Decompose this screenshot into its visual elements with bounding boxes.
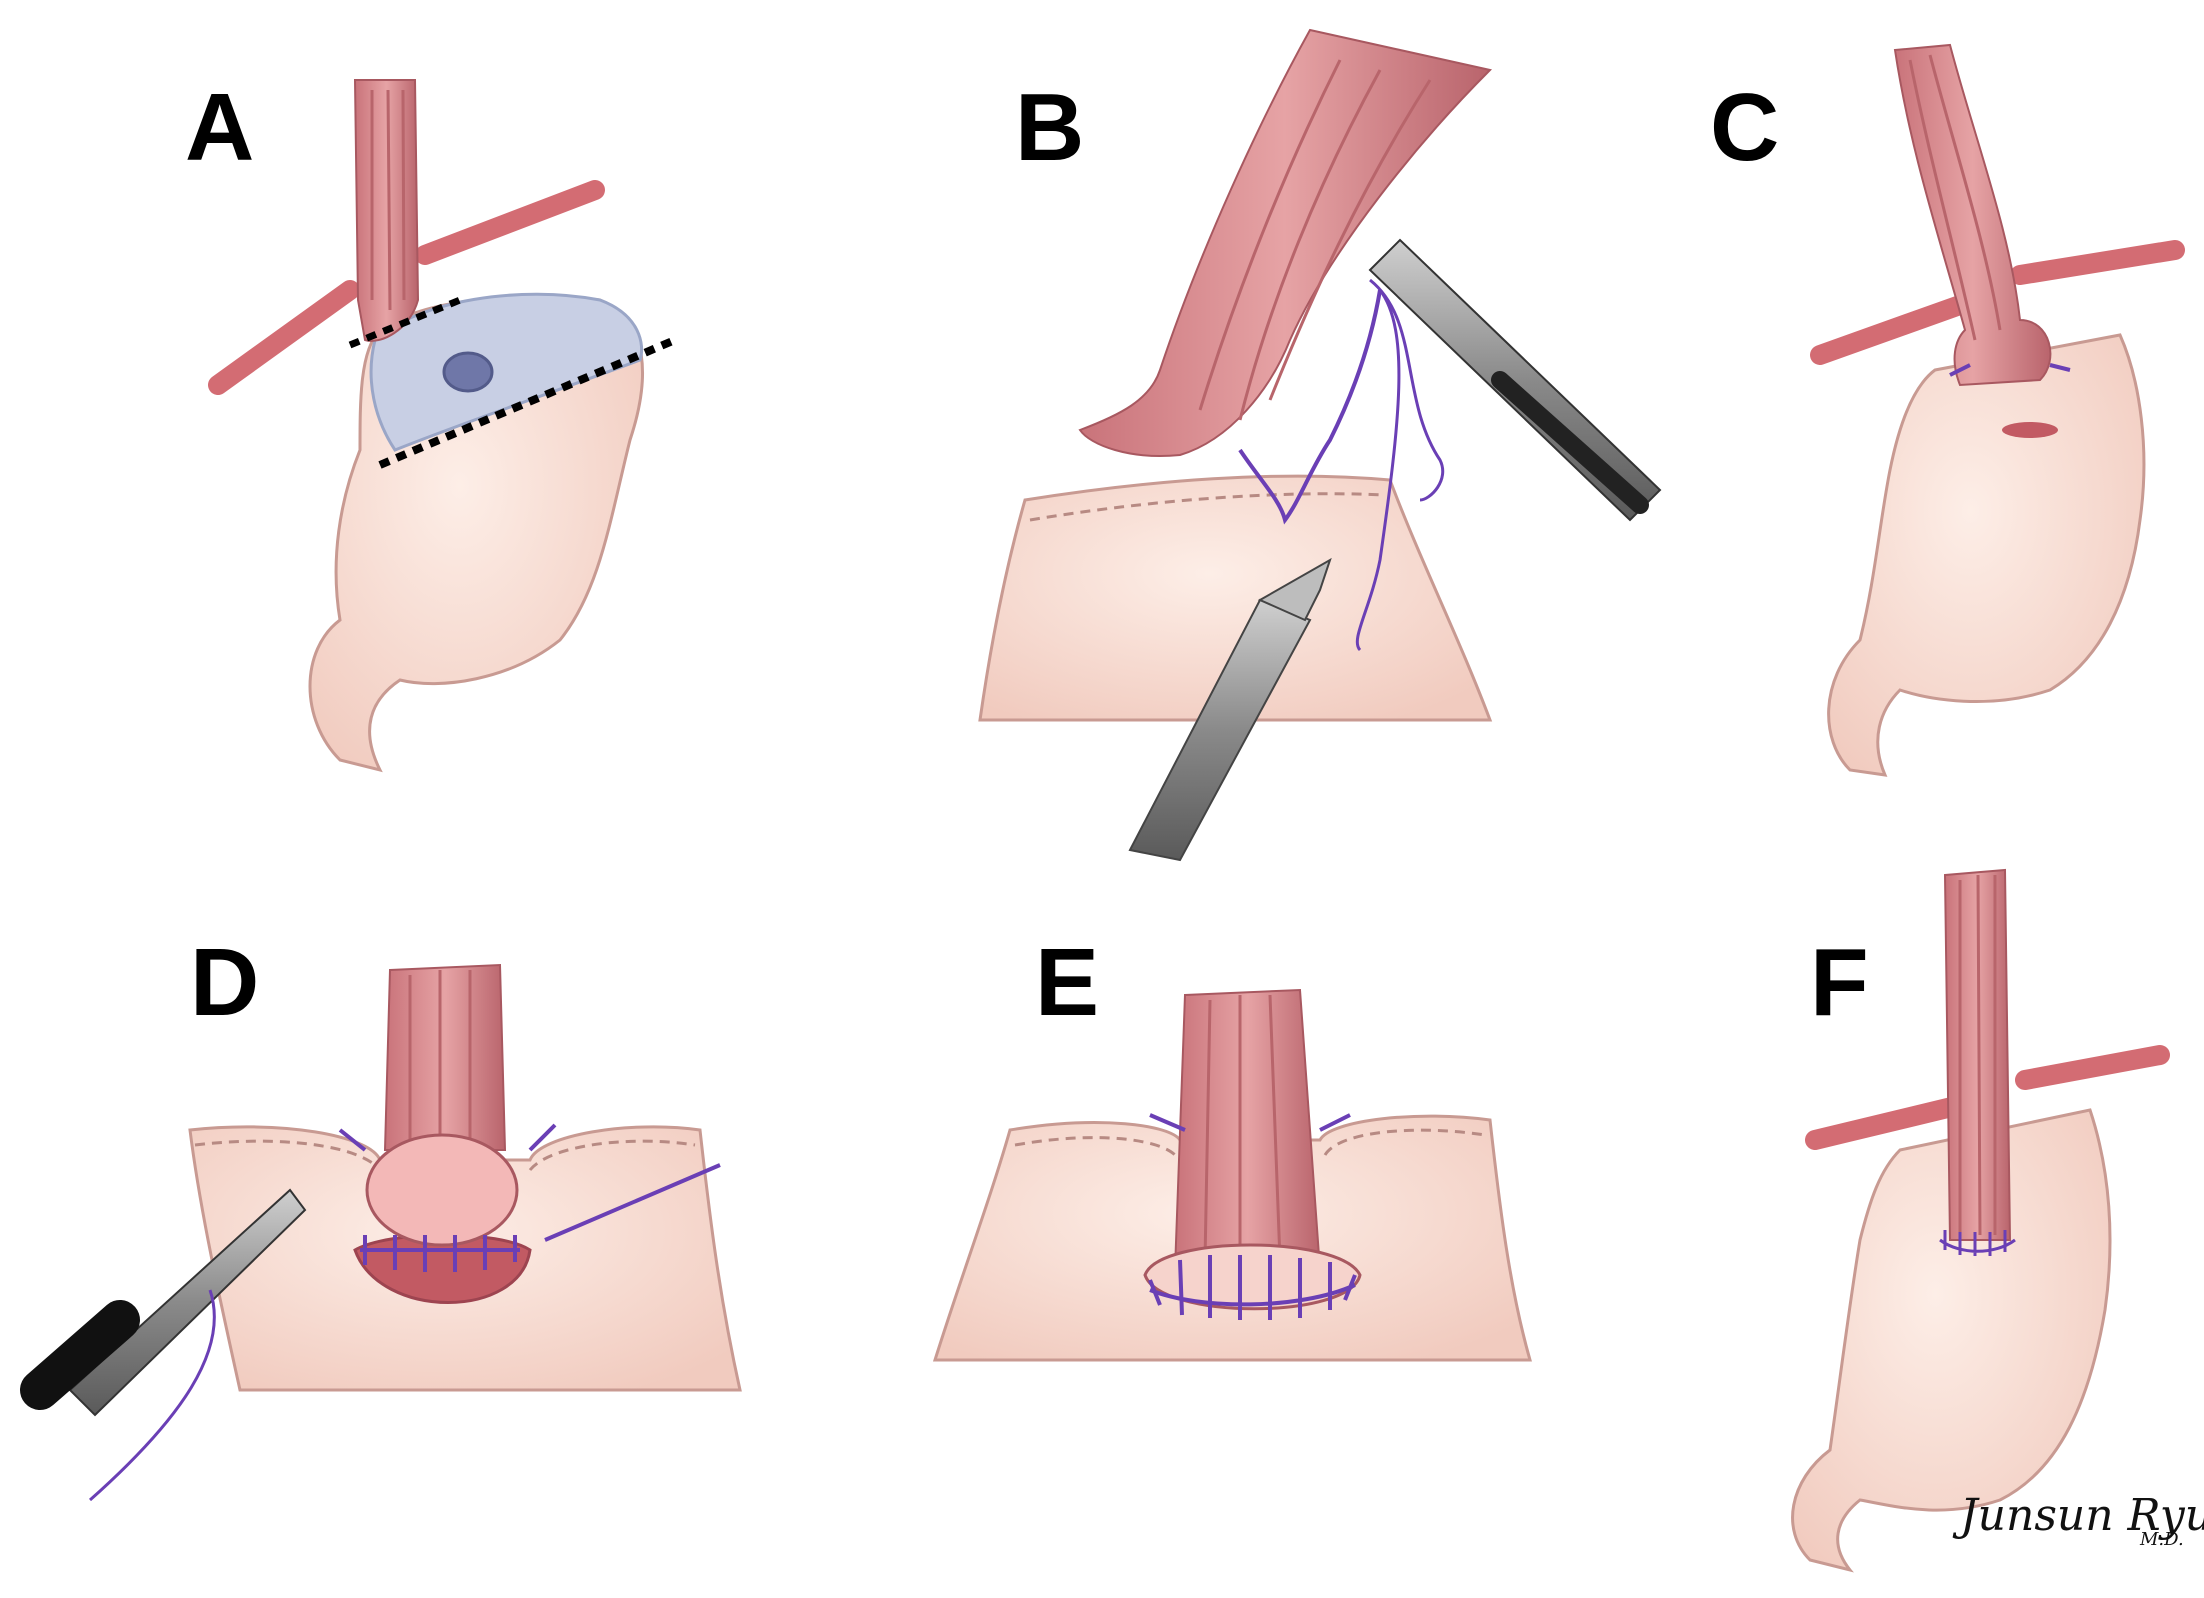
diaphragm-vessel-f-right [2015, 1045, 2170, 1090]
staple-line-d [194, 1139, 696, 1171]
panel-b: B [978, 28, 1662, 862]
diaphragm-vessel-f-left [1805, 1095, 1970, 1150]
posterior-sutures-d [360, 1235, 520, 1272]
signature-name: Junsun Ryu [1952, 1490, 2204, 1541]
stomach-f [1791, 1108, 2112, 1573]
suture-thread-d [89, 1289, 216, 1502]
panel-e: E [932, 929, 1532, 1362]
esophagus-e [1173, 988, 1322, 1271]
esophagus-b-stripes [1198, 59, 1432, 421]
esophagus-f-stripes [1958, 874, 1997, 1236]
stay-suture-e [1149, 1113, 1351, 1132]
upper-cut-line [348, 296, 462, 349]
esophagus-b [1078, 28, 1492, 457]
grasper-left-jaw [1257, 557, 1332, 622]
anastomosis-ring-e [1143, 1243, 1362, 1311]
diaphragm-vessel-right [415, 180, 605, 265]
esophagus-c-stripes [1908, 54, 2002, 341]
stomach-stump-b [978, 474, 1493, 722]
artist-signature: Junsun Ryu M.D. [1952, 1490, 2204, 1550]
esophagus-d [383, 963, 507, 1151]
gastrotomy-c [2002, 422, 2058, 438]
panel-d: D [20, 929, 742, 1502]
anterior-sutures-e [1148, 1255, 1357, 1320]
panel-a: A [185, 74, 677, 773]
panel-label-d: D [190, 929, 259, 1036]
grasper-left [1128, 598, 1312, 862]
panel-label-a: A [185, 74, 254, 181]
panel-label-f: F [1810, 929, 1869, 1036]
staple-line-b [1029, 492, 1386, 522]
diaphragm-vessel-c-left [1810, 295, 1970, 365]
esophagus-a [353, 79, 420, 342]
stay-suture-d [338, 1123, 721, 1242]
esophagus-e-stripes [1203, 994, 1282, 1261]
signature-suffix: M.D. [2139, 1529, 2184, 1550]
tumor-lesion [442, 351, 494, 393]
suture-b-tail [1369, 278, 1444, 502]
esophageal-mucosa-d [365, 1133, 519, 1247]
needle-holder-right-shaft [1491, 371, 1649, 514]
diaphragm-vessel-c-right [2010, 240, 2185, 285]
esophagus-d-stripes [408, 970, 472, 1140]
staple-line-e [1014, 1128, 1486, 1157]
panel-c: C [1710, 43, 2185, 777]
suture-b-thread [1355, 289, 1401, 652]
panel-label-b: B [1015, 74, 1084, 181]
suture-b [1238, 289, 1382, 525]
stomach-c [1827, 333, 2146, 777]
stay-suture-c [1949, 363, 2071, 377]
esophagus-c [1893, 43, 2052, 387]
diaphragm-vessel-left [208, 280, 360, 395]
panel-f: F [1791, 868, 2170, 1573]
needle-holder-d-shaft [20, 1300, 140, 1410]
resection-zone-a [369, 292, 644, 452]
panel-label-c: C [1710, 74, 1779, 181]
anastomosis-sutures-f [1939, 1230, 2016, 1256]
esophagus-a-stripes [370, 89, 406, 311]
needle-holder-d [68, 1188, 307, 1417]
panel-label-e: E [1035, 929, 1099, 1036]
